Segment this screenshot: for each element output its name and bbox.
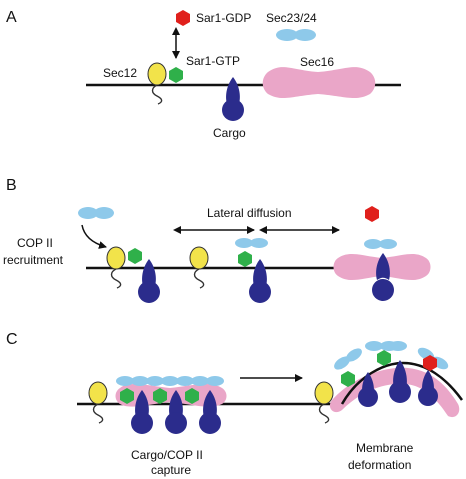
recruitment-arrow <box>81 224 107 249</box>
panel-a-letter: A <box>6 9 17 26</box>
sec23-24-icon <box>364 239 397 249</box>
panel-a: A Sar1-GDP Sec23/24 Sar1-GTP Sec12 Sec16 <box>6 9 401 140</box>
membrane-deformation-label-2: deformation <box>348 458 411 472</box>
cop2-recruitment-label-2: recruitment <box>3 253 64 267</box>
membrane-c-bud <box>340 361 464 405</box>
sec23-24-coat-row <box>116 376 224 386</box>
sec23-24-label: Sec23/24 <box>266 11 317 25</box>
sec16-label: Sec16 <box>300 55 334 69</box>
sec23-24-icon <box>78 207 114 219</box>
sar1-gdp-label: Sar1-GDP <box>196 11 251 25</box>
sec12-icon <box>106 246 126 289</box>
sec23-24-icon <box>389 341 407 351</box>
sar1-gtp-icon <box>377 350 391 366</box>
sar1-gdp-icon <box>176 10 190 26</box>
cargo-icon <box>222 77 244 121</box>
cargo-icon <box>389 360 411 403</box>
sar1-gtp-icon <box>128 248 142 264</box>
sec23-24-icon <box>235 238 268 248</box>
panel-b-letter: B <box>6 177 17 194</box>
sar1-gtp-icon <box>120 388 134 404</box>
cargo-icon <box>165 390 187 434</box>
cargo-capture-label-2: capture <box>151 463 191 477</box>
sar1-gtp-icon <box>169 67 183 83</box>
panel-c-letter: C <box>6 331 18 348</box>
cargo-icon <box>358 372 378 407</box>
panel-b: B COP II recruitment Lateral diffusion <box>3 177 431 303</box>
sar1-gtp-label: Sar1-GTP <box>186 54 240 68</box>
cop2-recruitment-label-1: COP II <box>17 236 53 250</box>
sec12-icon <box>88 381 108 424</box>
sec12-icon <box>314 381 334 424</box>
sec12-label: Sec12 <box>103 66 137 80</box>
sec12-icon <box>189 246 209 289</box>
cargo-icon <box>418 370 438 406</box>
sec16-icon <box>262 67 376 99</box>
cargo-capture-label-1: Cargo/COP II <box>131 448 203 462</box>
lateral-diffusion-label: Lateral diffusion <box>207 206 292 220</box>
cargo-label: Cargo <box>213 126 246 140</box>
sar1-gdp-icon <box>365 206 379 222</box>
cargo-icon <box>131 390 153 434</box>
sec23-24-icon <box>334 348 362 370</box>
sar1-gdp-icon <box>423 355 437 371</box>
cargo-icon <box>138 259 160 303</box>
sec23-24-icon <box>276 29 316 41</box>
cargo-icon <box>249 259 271 303</box>
cargo-icon <box>372 253 394 301</box>
cargo-icon <box>199 390 221 434</box>
membrane-deformation-label-1: Membrane <box>356 441 414 455</box>
sar1-gtp-icon <box>238 251 252 267</box>
panel-c: C <box>6 331 464 477</box>
sec12-icon <box>147 62 167 105</box>
sar1-gtp-icon <box>185 388 199 404</box>
sar1-gtp-icon <box>341 371 355 387</box>
sar1-gtp-icon <box>153 388 167 404</box>
